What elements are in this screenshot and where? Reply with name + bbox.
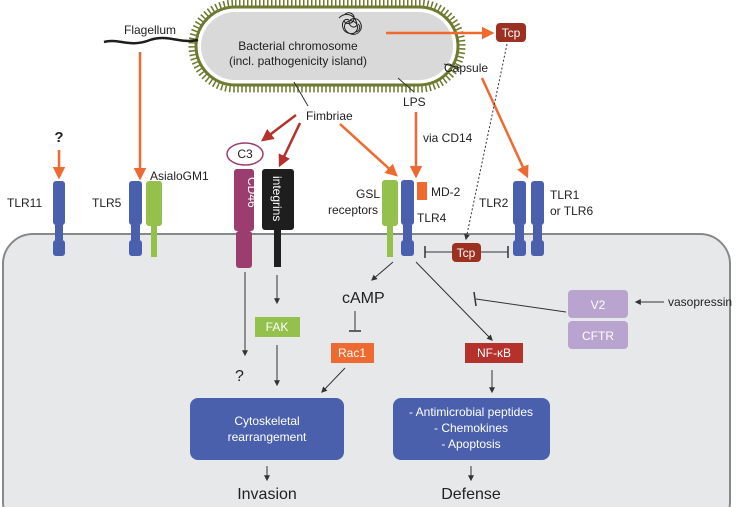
cftr-inhibits-nfkb	[475, 298, 567, 313]
arrow-rac1-to-cyto	[321, 367, 346, 393]
v2-label: V2	[591, 298, 606, 312]
nfkb-box	[465, 343, 523, 363]
arrow-fimbriae-to-gsl	[339, 123, 398, 177]
cd46-label: CD46	[245, 177, 259, 208]
tlr1-sublabel: or TLR6	[550, 204, 593, 218]
arrow-tlr4-to-nfkb	[415, 261, 493, 341]
tlr4-receptor	[401, 180, 414, 256]
gsl-sublabel: receptors	[328, 203, 378, 217]
chromosome-icon	[338, 13, 362, 35]
tcp-box-membrane	[452, 243, 481, 262]
arrow-fimbriae-to-integrins	[278, 122, 302, 168]
tlr11-label: TLR11	[7, 196, 42, 210]
cytoskeletal-label: Cytoskeletal	[234, 414, 299, 428]
flagellum-label: Flagellum	[124, 23, 176, 37]
rac1-label: Rac1	[338, 346, 366, 360]
tlr1-label: TLR1	[550, 188, 580, 202]
fak-label: FAK	[266, 320, 289, 334]
tlr4-label: TLR4	[417, 211, 447, 225]
defense-item-3: - Apoptosis	[441, 437, 500, 451]
via-cd14-label: via CD14	[423, 131, 473, 145]
tcp-box-top	[496, 23, 526, 42]
tlr5-receptor	[129, 181, 142, 256]
cftr-label: CFTR	[582, 329, 614, 343]
question-mid: ?	[235, 368, 244, 385]
cd46-receptor	[234, 169, 254, 268]
arrow-tcp-dotted	[464, 43, 508, 241]
defense-label: Defense	[441, 486, 501, 503]
camp-label: cAMP	[342, 290, 385, 307]
fak-box	[255, 317, 300, 337]
cytoskeletal-sublabel: rearrangement	[228, 430, 307, 444]
bacterium: Bacterial chromosome (incl. pathogenicit…	[188, 0, 466, 93]
tlr2-label: TLR2	[479, 196, 509, 210]
defense-item-1: - Antimicrobial peptides	[409, 405, 533, 419]
bacterium-fimbriae-rim	[188, 0, 466, 93]
chromosome-label: Bacterial chromosome	[238, 39, 358, 53]
tlr2-receptor	[513, 181, 526, 256]
md2-label: MD-2	[431, 185, 461, 199]
c3-label: C3	[237, 147, 253, 161]
chromosome-icon-loops	[343, 12, 361, 33]
question-top: ?	[54, 129, 63, 146]
fimbriae-label: Fimbriae	[306, 109, 353, 123]
asialogm1-receptor	[146, 181, 162, 257]
capsule-leader	[443, 63, 461, 69]
md2-block	[417, 182, 427, 200]
fimbriae-leader	[293, 81, 309, 107]
vasopressin-label: vasopressin	[668, 295, 732, 309]
c3-ellipse	[226, 142, 264, 166]
cftr-inhibits-nfkb-bar	[473, 291, 477, 307]
chromosome-sublabel: (incl. pathogenicity island)	[229, 54, 367, 68]
bacterium-cytoplasm	[201, 12, 453, 80]
tlr11-receptor	[53, 181, 65, 256]
gsl-receptor	[382, 180, 398, 257]
defense-box	[393, 398, 550, 460]
host-cell	[2, 233, 731, 507]
defense-item-2: - Chemokines	[434, 421, 508, 435]
arrow-capsule-to-tlr2	[480, 77, 529, 179]
capsule-label: Capsule	[444, 61, 488, 75]
gsl-label: GSL	[356, 187, 380, 201]
tcp-label-membrane: Tcp	[457, 246, 476, 260]
tlr5-label: TLR5	[92, 196, 122, 210]
cytoskeletal-box	[190, 398, 344, 460]
flagellum	[103, 36, 199, 45]
v2-box	[568, 290, 628, 318]
integrins-label: integrins	[270, 176, 284, 221]
asialogm1-label: AsialoGM1	[150, 169, 209, 183]
lps-label: LPS	[403, 95, 426, 109]
nfkb-label: NF-κB	[477, 346, 511, 360]
invasion-label: Invasion	[237, 486, 297, 503]
lps-leader	[397, 77, 415, 93]
arrow-tlr4-to-camp	[371, 261, 394, 281]
integrins-receptor	[262, 169, 294, 267]
rac1-box	[331, 343, 374, 363]
cftr-box	[568, 321, 628, 349]
tlr1-tlr6-receptor	[531, 181, 544, 256]
bacterium-wall	[194, 5, 460, 87]
tcp-label-top: Tcp	[502, 26, 521, 40]
arrow-fimbriae-to-c3	[261, 114, 297, 142]
